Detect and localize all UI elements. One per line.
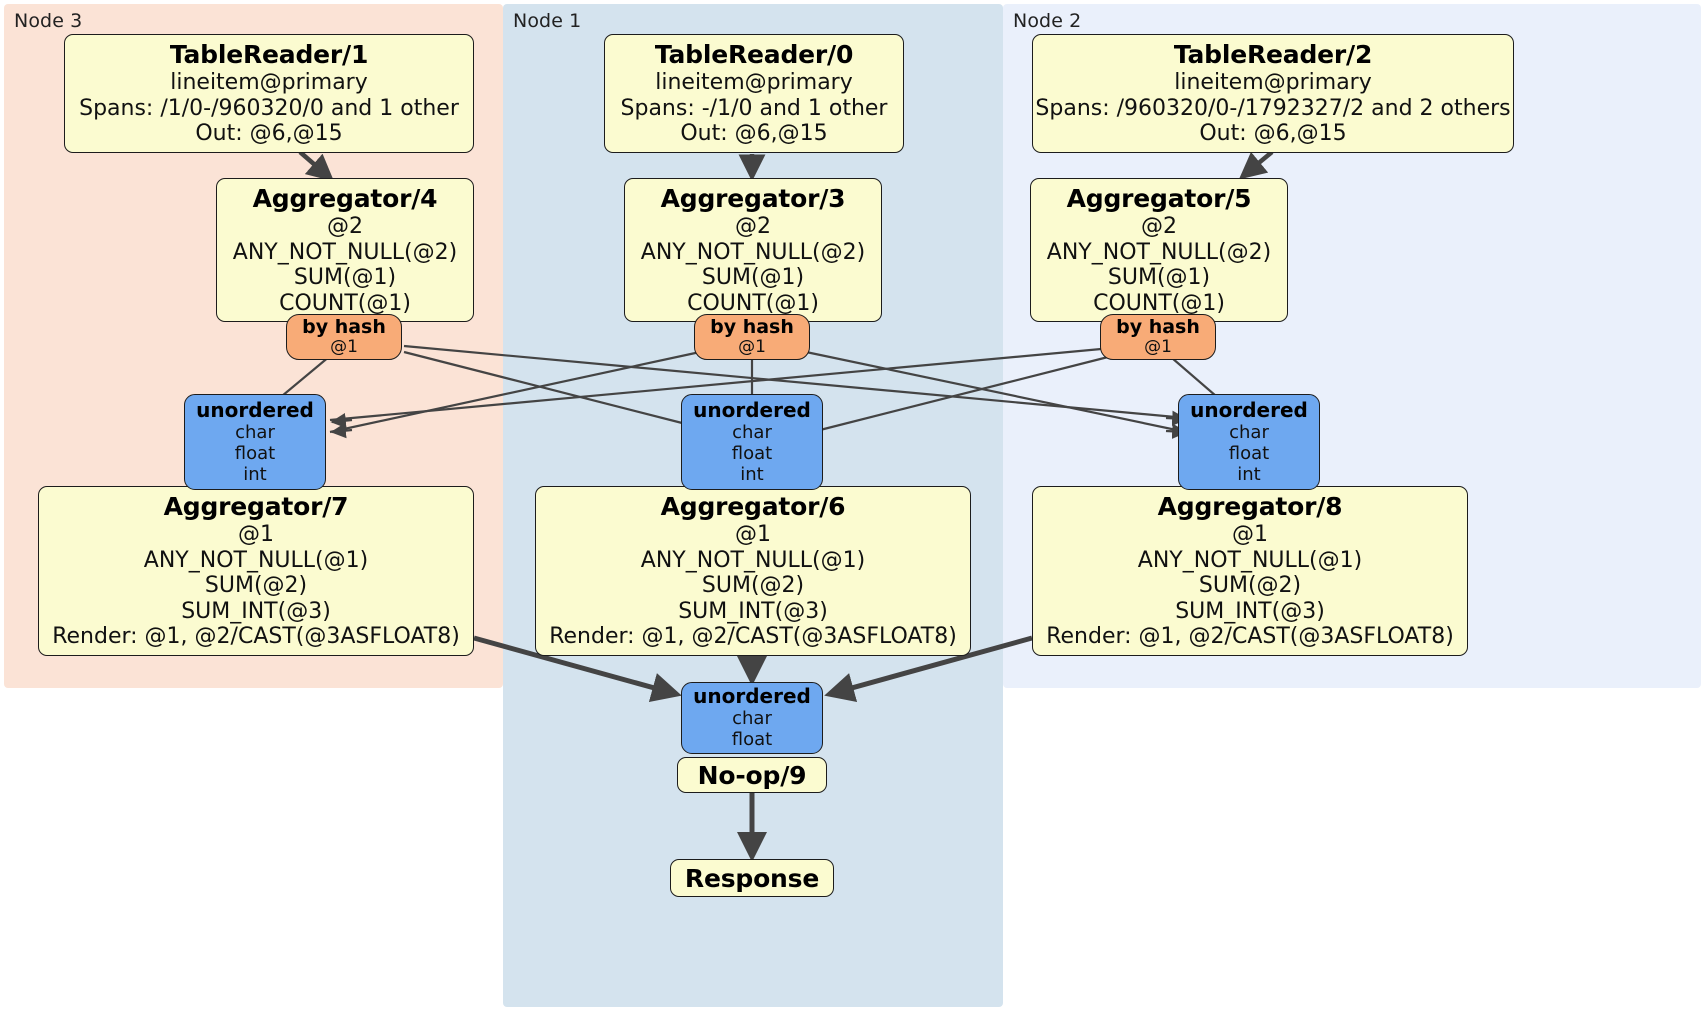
processor-line: lineitem@primary	[1174, 70, 1372, 95]
synchronizer-line: int	[740, 463, 764, 485]
router-title: by hash	[302, 316, 386, 339]
processor-line: COUNT(@1)	[687, 290, 819, 316]
processor-line: @2	[735, 214, 771, 239]
processor-line: ANY_NOT_NULL(@2)	[232, 239, 458, 265]
router-by-hash-center[interactable]: by hash @1	[694, 314, 810, 360]
processor-line: SUM_INT(@3)	[678, 598, 828, 624]
synchronizer-unordered-final[interactable]: unordered char float	[681, 682, 823, 754]
processor-response[interactable]: Response	[670, 859, 834, 897]
synchronizer-line: float	[1228, 442, 1270, 464]
synchronizer-title: unordered	[196, 397, 314, 422]
processor-line: Out: @6,@15	[195, 121, 343, 147]
processor-line: Render: @1, @2/CAST(@3ASFLOAT8)	[1046, 624, 1454, 650]
synchronizer-line: char	[732, 421, 772, 443]
processor-line: SUM(@1)	[293, 265, 397, 291]
processor-title: TableReader/1	[169, 40, 369, 69]
processor-line: Spans: /1/0-/960320/0 and 1 other	[79, 95, 459, 121]
processor-title: Aggregator/3	[660, 184, 846, 213]
processor-line: @1	[735, 522, 771, 547]
processor-line: SUM(@2)	[701, 573, 805, 599]
processor-line: lineitem@primary	[170, 70, 368, 95]
processor-line: Spans: /960320/0-/1792327/2 and 2 others	[1035, 95, 1511, 121]
processor-line: SUM(@2)	[1198, 573, 1302, 599]
processor-title: TableReader/2	[1173, 40, 1373, 69]
synchronizer-title: unordered	[693, 684, 811, 709]
router-by-hash-right[interactable]: by hash @1	[1100, 314, 1216, 360]
processor-noop-9[interactable]: No-op/9	[677, 757, 827, 793]
processor-line: SUM(@1)	[1107, 265, 1211, 291]
node-panel-label-node1: Node 1	[513, 10, 582, 32]
processor-aggregator-6[interactable]: Aggregator/6 @1 ANY_NOT_NULL(@1) SUM(@2)…	[535, 486, 971, 656]
router-title: by hash	[1116, 316, 1200, 339]
synchronizer-title: unordered	[693, 397, 811, 422]
processor-title: Aggregator/5	[1066, 184, 1252, 213]
processor-line: ANY_NOT_NULL(@2)	[640, 239, 866, 265]
router-line: @1	[330, 337, 358, 358]
synchronizer-line: char	[235, 421, 275, 443]
processor-title: Aggregator/4	[252, 184, 438, 213]
synchronizer-line: char	[1229, 421, 1269, 443]
processor-line: ANY_NOT_NULL(@1)	[1137, 547, 1363, 573]
processor-aggregator-5[interactable]: Aggregator/5 @2 ANY_NOT_NULL(@2) SUM(@1)…	[1030, 178, 1288, 323]
processor-table-reader-0[interactable]: TableReader/0 lineitem@primary Spans: -/…	[604, 34, 904, 153]
node-panel-label-node3: Node 3	[14, 10, 83, 32]
router-by-hash-left[interactable]: by hash @1	[286, 314, 402, 360]
processor-line: Out: @6,@15	[680, 121, 828, 147]
processor-line: @1	[1232, 522, 1268, 547]
processor-line: Spans: -/1/0 and 1 other	[620, 95, 888, 121]
synchronizer-title: unordered	[1190, 397, 1308, 422]
processor-aggregator-8[interactable]: Aggregator/8 @1 ANY_NOT_NULL(@1) SUM(@2)…	[1032, 486, 1468, 656]
processor-line: SUM_INT(@3)	[1175, 598, 1325, 624]
synchronizer-line: char	[732, 708, 772, 730]
router-line: @1	[1144, 337, 1172, 358]
synchronizer-line: float	[731, 729, 773, 751]
processor-line: SUM_INT(@3)	[181, 598, 331, 624]
synchronizer-line: int	[243, 463, 267, 485]
processor-line: @2	[1141, 214, 1177, 239]
processor-line: Render: @1, @2/CAST(@3ASFLOAT8)	[52, 624, 460, 650]
node-panel-label-node2: Node 2	[1013, 10, 1082, 32]
processor-title: Aggregator/6	[660, 492, 846, 521]
synchronizer-line: int	[1237, 463, 1261, 485]
processor-line: Render: @1, @2/CAST(@3ASFLOAT8)	[549, 624, 957, 650]
synchronizer-unordered-center[interactable]: unordered char float int	[681, 394, 823, 490]
processor-table-reader-2[interactable]: TableReader/2 lineitem@primary Spans: /9…	[1032, 34, 1514, 153]
processor-table-reader-1[interactable]: TableReader/1 lineitem@primary Spans: /1…	[64, 34, 474, 153]
router-line: @1	[738, 337, 766, 358]
processor-title: Aggregator/7	[163, 492, 349, 521]
processor-line: SUM(@1)	[701, 265, 805, 291]
synchronizer-unordered-left[interactable]: unordered char float int	[184, 394, 326, 490]
processor-line: ANY_NOT_NULL(@1)	[640, 547, 866, 573]
processor-line: lineitem@primary	[655, 70, 853, 95]
synchronizer-line: float	[234, 442, 276, 464]
processor-line: @2	[327, 214, 363, 239]
processor-line: Out: @6,@15	[1199, 121, 1347, 147]
processor-line: ANY_NOT_NULL(@2)	[1046, 239, 1272, 265]
processor-aggregator-3[interactable]: Aggregator/3 @2 ANY_NOT_NULL(@2) SUM(@1)…	[624, 178, 882, 323]
processor-line: SUM(@2)	[204, 573, 308, 599]
processor-aggregator-7[interactable]: Aggregator/7 @1 ANY_NOT_NULL(@1) SUM(@2)…	[38, 486, 474, 656]
synchronizer-line: float	[731, 442, 773, 464]
processor-line: @1	[238, 522, 274, 547]
synchronizer-unordered-right[interactable]: unordered char float int	[1178, 394, 1320, 490]
processor-aggregator-4[interactable]: Aggregator/4 @2 ANY_NOT_NULL(@2) SUM(@1)…	[216, 178, 474, 323]
processor-title: TableReader/0	[654, 40, 854, 69]
processor-title: No-op/9	[697, 760, 807, 790]
router-title: by hash	[710, 316, 794, 339]
processor-line: COUNT(@1)	[1093, 290, 1225, 316]
processor-title: Response	[684, 863, 820, 893]
processor-line: ANY_NOT_NULL(@1)	[143, 547, 369, 573]
processor-line: COUNT(@1)	[279, 290, 411, 316]
processor-title: Aggregator/8	[1157, 492, 1343, 521]
